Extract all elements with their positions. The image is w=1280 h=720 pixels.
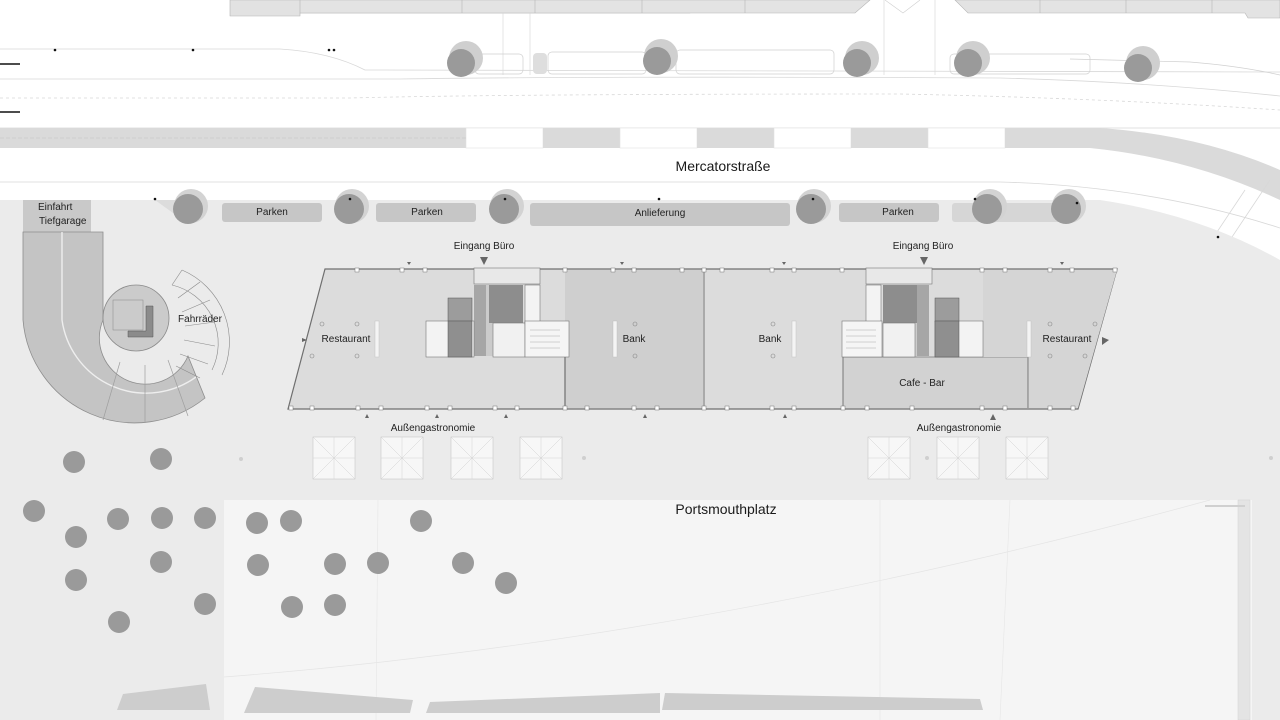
plaza-trees [23,448,517,633]
label-garage-entry-1: Einfahrt [38,202,73,213]
benches [117,684,983,713]
main-building [287,257,1118,420]
portsmouthplatz-square [223,499,1252,720]
entrance-arrow-restaurant-east [1102,337,1109,345]
label-garage-entry-2: Tiefgarage [39,216,87,227]
north-buildings [229,0,1280,75]
bike-parking [171,269,230,379]
bollard [533,53,547,74]
label-bank-west: Bank [622,334,646,345]
label-office-entrance-west: Eingang Büro [453,241,515,252]
label-outdoor-dining-east: Außengastronomie [916,423,1002,434]
label-delivery: Anlieferung [634,208,686,219]
label-parking-3: Parken [882,207,914,218]
street-name-mercatorstrasse: Mercatorstraße [675,158,771,174]
label-cafe-bar: Cafe - Bar [899,378,945,389]
label-bikes: Fahrräder [178,314,222,325]
label-restaurant-east: Restaurant [1042,334,1092,345]
parking-row [153,197,1220,239]
median-strip [0,127,1280,200]
north-trees [53,39,1160,82]
label-restaurant-west: Restaurant [321,334,371,345]
square-name-portsmouthplatz: Portsmouthplatz [675,501,777,517]
garage-ramp [22,200,206,424]
entrance-arrow-west [480,257,488,265]
entrance-arrow-cafe [990,414,996,420]
label-office-entrance-east: Eingang Büro [892,241,954,252]
label-parking-2: Parken [411,207,443,218]
entrance-arrow-east [920,257,928,265]
label-parking-1: Parken [256,207,288,218]
label-outdoor-dining-west: Außengastronomie [390,423,476,434]
street-trees [173,189,1086,224]
outdoor-dining-umbrellas [239,436,1273,480]
south-street-lines [0,179,1280,241]
label-bank-east: Bank [758,334,782,345]
